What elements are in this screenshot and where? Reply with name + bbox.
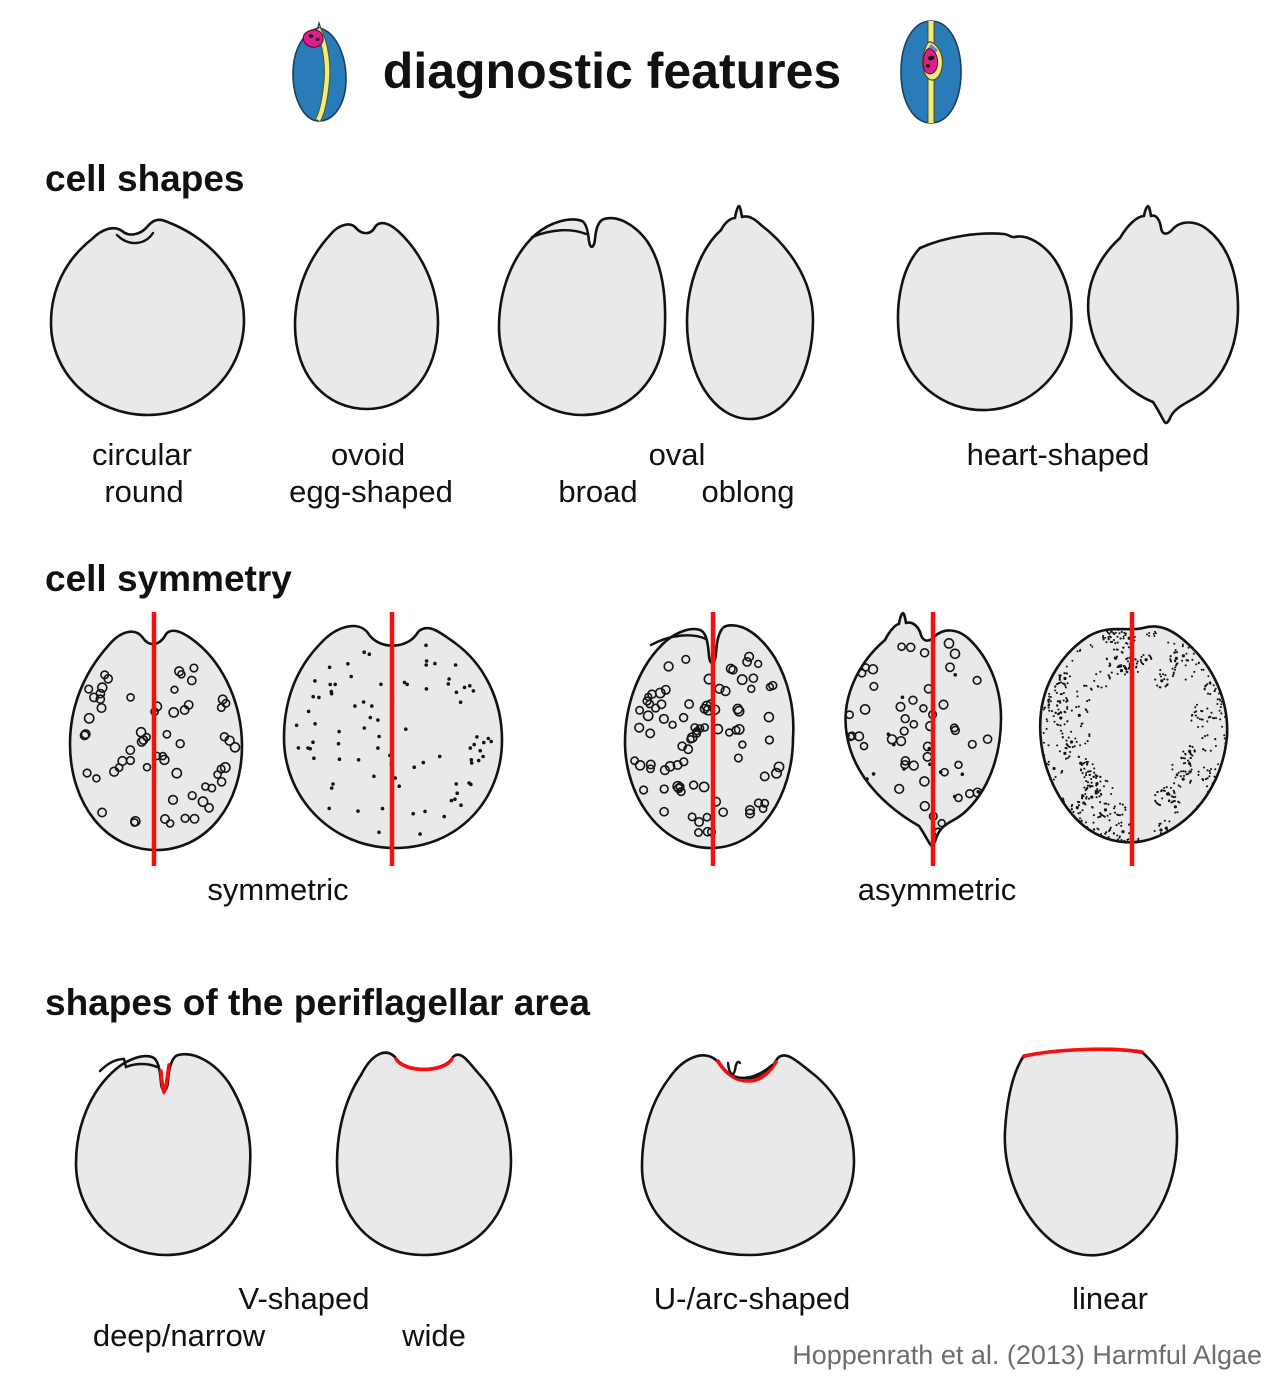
section-heading-cell-symmetry: cell symmetry — [45, 558, 292, 599]
cell-shape-circular-figure — [49, 218, 246, 417]
periflagellar-u-arc-figure — [640, 1054, 856, 1257]
label-circular: circular — [92, 437, 192, 472]
label-round: round — [104, 474, 184, 509]
asymmetric-cell-reticulate-figure — [1038, 612, 1229, 866]
cell-shape-oval-broad-figure — [497, 216, 667, 417]
label-heart-shaped: heart-shaped — [966, 437, 1150, 472]
label-wide: wide — [402, 1318, 466, 1353]
label-v-shaped: V-shaped — [238, 1281, 370, 1316]
label-oblong: oblong — [701, 474, 795, 509]
label-ovoid: ovoid — [330, 437, 406, 472]
cell-dorsal-view-icon — [900, 20, 962, 124]
page-title: diagnostic features — [382, 43, 842, 99]
asymmetric-cell-notched-figure — [623, 612, 795, 866]
periflagellar-v-deep-figure — [74, 1052, 252, 1257]
symmetric-cell-dotted-figure — [282, 612, 504, 866]
section-heading-periflagellar: shapes of the periflagellar area — [45, 982, 590, 1023]
cell-shape-heart-b-figure — [1086, 204, 1240, 425]
section-heading-cell-shapes: cell shapes — [45, 158, 245, 199]
citation-text: Hoppenrath et al. (2013) Harmful Algae — [792, 1340, 1262, 1370]
label-broad: broad — [558, 474, 638, 509]
periflagellar-v-wide-figure — [335, 1051, 513, 1257]
asymmetric-cell-pointed-figure — [844, 611, 1003, 866]
label-u-arc-shaped: U-/arc-shaped — [653, 1281, 851, 1316]
periflagellar-linear-figure — [1003, 1047, 1179, 1257]
label-oval: oval — [648, 437, 706, 472]
cell-shape-heart-a-figure — [896, 232, 1073, 412]
label-asymmetric: asymmetric — [857, 872, 1017, 907]
label-deep-narrow: deep/narrow — [92, 1318, 266, 1353]
label-symmetric: symmetric — [207, 872, 349, 907]
label-egg-shaped: egg-shaped — [289, 474, 453, 509]
symmetric-cell-pored-figure — [68, 612, 244, 866]
cell-side-view-icon — [292, 20, 347, 122]
cell-shape-ovoid-figure — [293, 221, 440, 411]
label-linear: linear — [1072, 1281, 1148, 1316]
cell-shape-oval-oblong-figure — [685, 204, 815, 421]
